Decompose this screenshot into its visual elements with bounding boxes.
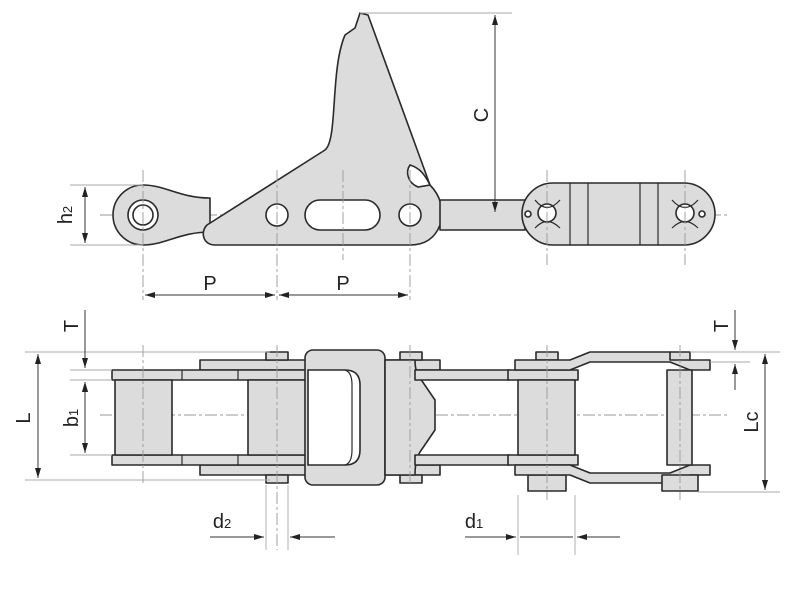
label-p-right: P bbox=[336, 273, 349, 295]
label-b1: b1 bbox=[61, 409, 83, 427]
attachment-plate bbox=[202, 12, 443, 246]
label-lc: Lc bbox=[741, 411, 763, 432]
label-l: L bbox=[13, 412, 35, 423]
label-t-left: T bbox=[61, 320, 83, 332]
label-t-right: T bbox=[711, 320, 733, 332]
plan-view bbox=[25, 310, 780, 555]
label-d1: d1 bbox=[465, 511, 483, 533]
label-c: C bbox=[471, 108, 493, 122]
label-h2: h2 bbox=[55, 206, 77, 224]
label-d2: d2 bbox=[213, 511, 231, 533]
label-p-left: P bbox=[203, 273, 216, 295]
side-view bbox=[70, 12, 730, 300]
